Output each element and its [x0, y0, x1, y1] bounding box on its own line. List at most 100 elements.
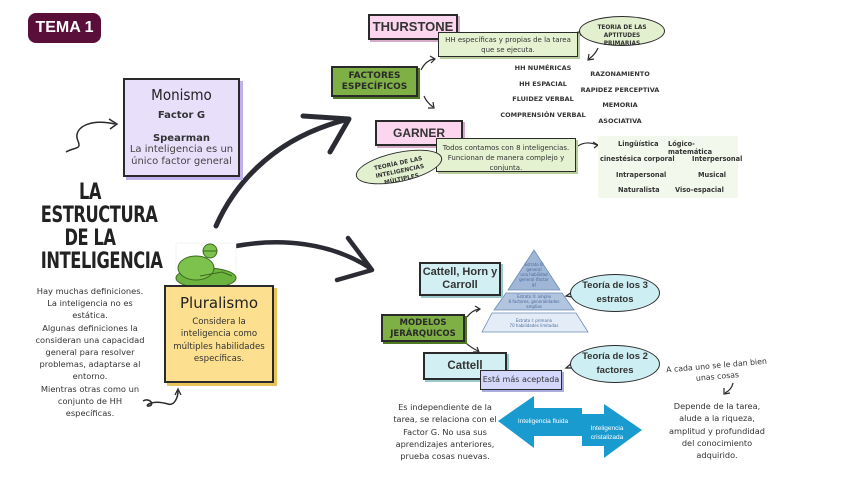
intro-line: Hay muchas definiciones.	[36, 286, 144, 296]
pluralismo-desc-line: Considera la	[192, 317, 246, 327]
chc-box: Cattell, Horn y Carroll	[419, 262, 501, 296]
intro-line: conjunto de HH	[57, 395, 123, 406]
factores-especificos-box: FACTORES ESPECÍFICOS	[331, 66, 418, 97]
pluralismo-desc-line: múltiples habilidades	[173, 341, 265, 352]
desc-line: amplitud y profundidad	[669, 425, 765, 436]
garner-desc-line: Todos contamos con 8 inteligencias.	[442, 144, 570, 152]
desc-line: alude a la riqueza,	[679, 413, 755, 424]
pyramid-level-3-text: Estrato I: primario 70 habilidades limit…	[500, 318, 568, 328]
skill-item: RAZONAMIENTO	[590, 70, 650, 78]
topic-badge: TEMA 1	[28, 13, 101, 43]
thurstone-box: THURSTONE	[368, 14, 458, 40]
intro-line: Algunas definiciones la	[42, 322, 138, 333]
monismo-subtitle: Factor G	[157, 110, 206, 121]
pluralismo-desc-line: inteligencia como	[180, 329, 258, 340]
intro-line: específicas.	[65, 408, 115, 419]
dos-factores-bubble: Teoría de los 2 factores	[570, 345, 660, 383]
desc-line: tarea, se relaciona con el	[393, 414, 497, 425]
pyramid-text-line: general (factor g)	[519, 277, 549, 287]
monismo-author: Spearman	[152, 133, 211, 144]
chc-name-line: Cattell, Horn y	[422, 266, 498, 278]
skill-item: HH ESPACIAL	[519, 79, 567, 88]
title-line: DE LA	[64, 226, 116, 251]
intro-line: entorno.	[72, 371, 108, 382]
skill-item: COMPRENSIÓN VERBAL	[500, 110, 586, 119]
pyramid-text-line: 70 habilidades limitadas	[509, 323, 559, 328]
modelos-label: JERÁRQUICOS	[390, 328, 456, 339]
intro-line: problemas, adaptarse al	[39, 359, 141, 370]
thurstone-skills-left: HH NUMÉRICAS HH ESPACIAL FLUIDEZ VERBAL …	[493, 61, 593, 123]
pyramid-text-line: 8 factores, generalidades	[508, 299, 560, 304]
desc-line: prueba cosas nuevas.	[400, 451, 490, 462]
bubble-line: factores	[596, 365, 634, 376]
big-arrow-up	[213, 117, 348, 229]
intro-text: Hay muchas definiciones. La inteligencia…	[30, 285, 150, 419]
pyramid-text-line: amplias	[526, 304, 542, 309]
bubble-line: PRIMARIAS	[603, 41, 641, 47]
thurstone-desc-line: que se ejecuta.	[481, 46, 535, 54]
intro-line: La inteligencia no es	[47, 298, 133, 309]
bubble-line: Teoría de los 3	[582, 280, 648, 291]
pyramid-level-2-text: Estrato II: amplio 8 factores, generalid…	[504, 294, 564, 309]
big-arrow-down	[233, 240, 373, 271]
main-title: LA ESTRUCTURA DE LA INTELIGENCIA	[40, 180, 163, 274]
intelligence-item: Interpersonal	[692, 155, 743, 163]
monismo-card: Monismo Factor G Spearman La inteligenci…	[123, 78, 240, 177]
pyramid-bottom	[481, 312, 589, 333]
intro-line: estática.	[72, 310, 108, 321]
monismo-title: Monismo	[151, 86, 212, 104]
intelligence-item: Intrapersonal	[616, 171, 667, 179]
intro-line: general para resolver	[45, 347, 135, 358]
skill-item: HH NUMÉRICAS	[514, 64, 572, 72]
bubble-line: TEORIA DE LAS APTITUDES	[597, 25, 647, 39]
title-line: INTELIGENCIA	[40, 249, 163, 274]
chc-name-line: Carroll	[442, 279, 478, 291]
skill-item: RAPIDEZ PERCEPTIVA	[580, 85, 660, 94]
aptitudes-primarias-bubble: TEORIA DE LAS APTITUDES PRIMARIAS	[579, 16, 665, 47]
skill-item: MEMORIA ASOCIATIVA	[598, 101, 642, 125]
monismo-desc-2: único factor general	[131, 156, 232, 167]
curl-arrow-pluralismo	[142, 390, 179, 407]
intro-line: consideran una capacidad	[35, 334, 145, 345]
pyramid-middle	[493, 292, 575, 311]
crystal-label-line: cristalizada	[590, 434, 624, 441]
desc-line: Es independiente de la	[398, 402, 492, 412]
desc-line: aprendizajes anteriores,	[395, 438, 495, 449]
aceptada-note: Está más aceptada	[480, 370, 562, 390]
reading-figure	[175, 242, 237, 289]
desc-line: del conocimiento	[681, 437, 753, 448]
intro-line: Mientras otras como un	[40, 383, 140, 394]
pyramid-text-line: general	[526, 267, 542, 272]
crystal-label-line: Inteligencia	[590, 425, 624, 432]
garner-intelligences: Lingüística Lógico-matemática cinestésic…	[598, 136, 742, 198]
modelos-label: MODELOS	[399, 318, 447, 328]
desc-line: adquirido.	[696, 450, 738, 461]
thurstone-desc-line: HH específicas y propias de la tarea	[445, 36, 571, 44]
intelligence-item: Lingüística	[618, 140, 659, 148]
garner-desc-line: conjunta.	[489, 164, 523, 172]
curl-arrow-monismo	[65, 121, 116, 153]
intelligence-item: Naturalista	[618, 186, 660, 194]
pyramid-text-line: una habilidad	[520, 272, 548, 277]
intelligence-item: Musical	[698, 171, 727, 179]
pluralismo-desc-line: específicas.	[193, 353, 245, 364]
fluid-description: Es independiente de la tarea, se relacio…	[390, 401, 500, 462]
pluralismo-desc: Considera la inteligencia como múltiples…	[166, 316, 272, 365]
bubble-line: Teoría de los 2	[582, 351, 648, 362]
factores-label: FACTORES	[348, 71, 401, 81]
intelligence-item: Lógico-matemática	[668, 140, 713, 156]
fluid-intelligence-label: Inteligencia fluida	[517, 418, 569, 425]
pyramid-text-line: Estrato II: amplio	[516, 294, 552, 299]
thurstone-skills-right: RAZONAMIENTO RAPIDEZ PERCEPTIVA MEMORIA …	[580, 67, 660, 129]
desc-line: Factor G. No usa sus	[403, 426, 487, 437]
double-arrow	[498, 396, 642, 458]
crystallized-intelligence-label: Inteligencia cristalizada	[580, 424, 634, 442]
garner-desc-line: Funcionan de manera complejo y	[447, 154, 565, 162]
skill-item: FLUIDEZ VERBAL	[512, 95, 574, 103]
pyramid-level-1-text: Estrato III general una habilidad genera…	[518, 262, 550, 287]
title-line: LA	[78, 180, 102, 205]
intelligence-item: cinestésica corporal	[600, 155, 675, 163]
garner-desc: Todos contamos con 8 inteligencias. Func…	[436, 138, 576, 172]
tres-estratos-bubble: Teoría de los 3 estratos	[570, 274, 660, 312]
pluralismo-card: Pluralismo Considera la inteligencia com…	[164, 285, 274, 383]
